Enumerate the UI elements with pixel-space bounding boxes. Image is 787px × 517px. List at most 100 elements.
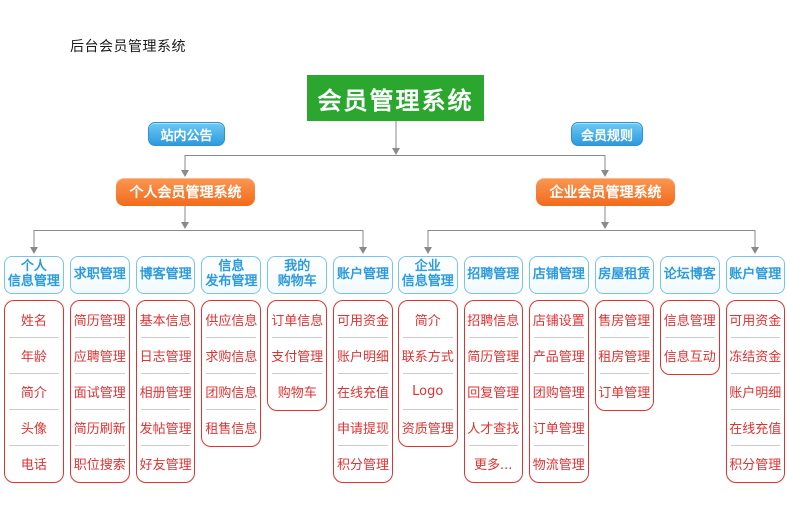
column-item: 简介 bbox=[9, 373, 59, 409]
column-item: 可用资金 bbox=[729, 314, 782, 329]
column-header: 招聘管理 bbox=[463, 256, 523, 294]
column-item-list: 姓名年龄简介头像电话 bbox=[4, 300, 64, 483]
column-item-list: 招聘信息简历管理回复管理人才查找更多... bbox=[463, 300, 523, 483]
column-header: 房屋租赁 bbox=[594, 256, 654, 294]
column-header: 企业 信息管理 bbox=[398, 256, 458, 294]
column-item: 求购信息 bbox=[205, 337, 257, 373]
column-item: 日志管理 bbox=[140, 337, 192, 373]
column-item: 租房管理 bbox=[598, 337, 650, 373]
column-item: 在线充值 bbox=[729, 409, 781, 445]
column-item-list: 售房管理租房管理订单管理 bbox=[594, 300, 654, 411]
column-item-list: 基本信息日志管理相册管理发帖管理好友管理 bbox=[135, 300, 196, 483]
column-item: 应聘管理 bbox=[74, 337, 126, 373]
chart-column: 账户管理可用资金冻结资金账户明细在线充值积分管理 bbox=[725, 256, 785, 483]
column-item-list: 供应信息求购信息团购信息租售信息 bbox=[201, 300, 262, 447]
arrowhead-left-rail bbox=[181, 222, 189, 229]
chart-column: 房屋租赁售房管理租房管理订单管理 bbox=[594, 256, 654, 411]
column-item: 购物车 bbox=[272, 373, 323, 409]
column-item: 信息管理 bbox=[663, 314, 716, 329]
column-item: 团购信息 bbox=[205, 373, 257, 409]
arrowhead-col6 bbox=[359, 247, 367, 254]
column-item-list: 可用资金账户明细在线充值申请提现积分管理 bbox=[333, 300, 393, 483]
column-item: 姓名 bbox=[20, 314, 47, 329]
column-header: 论坛博客 bbox=[660, 256, 720, 294]
arrowhead-branch-right bbox=[601, 170, 609, 177]
column-item: 简历刷新 bbox=[74, 409, 126, 445]
column-item: 积分管理 bbox=[337, 445, 389, 481]
column-item: 人才查找 bbox=[467, 409, 519, 445]
column-item: 招聘信息 bbox=[467, 314, 520, 329]
chart-column: 店铺管理店铺设置产品管理团购管理订单管理物流管理 bbox=[529, 256, 589, 483]
column-item: 在线充值 bbox=[337, 373, 389, 409]
column-item-list: 订单信息支付管理购物车 bbox=[267, 300, 328, 411]
column-header: 个人 信息管理 bbox=[4, 256, 64, 294]
column-item: 头像 bbox=[9, 409, 59, 445]
column-item: 相册管理 bbox=[140, 373, 192, 409]
root-node-member-system: 会员管理系统 bbox=[307, 75, 484, 121]
column-header: 博客管理 bbox=[135, 256, 196, 294]
arrowhead-col12 bbox=[751, 247, 759, 254]
arrowhead-root bbox=[392, 148, 400, 155]
column-item: 订单信息 bbox=[271, 314, 324, 329]
personal-column-group: 个人 信息管理姓名年龄简介头像电话求职管理简历管理应聘管理面试管理简历刷新职位搜… bbox=[4, 256, 393, 483]
arrowhead-right-rail bbox=[601, 222, 609, 229]
column-item-list: 简历管理应聘管理面试管理简历刷新职位搜索 bbox=[69, 300, 130, 483]
column-header: 账户管理 bbox=[333, 256, 393, 294]
column-item: 租售信息 bbox=[205, 409, 257, 445]
column-item: 年龄 bbox=[9, 337, 59, 373]
column-item: 可用资金 bbox=[337, 314, 390, 329]
chart-column: 博客管理基本信息日志管理相册管理发帖管理好友管理 bbox=[135, 256, 196, 483]
chart-column: 账户管理可用资金账户明细在线充值申请提现积分管理 bbox=[333, 256, 393, 483]
chart-column: 个人 信息管理姓名年龄简介头像电话 bbox=[4, 256, 64, 483]
column-item: 店铺设置 bbox=[532, 314, 585, 329]
column-item-list: 可用资金冻结资金账户明细在线充值积分管理 bbox=[725, 300, 785, 483]
column-item: 物流管理 bbox=[533, 445, 585, 481]
column-item: 申请提现 bbox=[337, 409, 389, 445]
column-item: 账户明细 bbox=[337, 337, 389, 373]
column-item: 发帖管理 bbox=[140, 409, 192, 445]
column-item: 冻结资金 bbox=[729, 337, 781, 373]
arrowhead-col1 bbox=[30, 247, 38, 254]
column-item: 资质管理 bbox=[402, 409, 454, 445]
column-item: 简历管理 bbox=[467, 337, 519, 373]
column-item: 账户明细 bbox=[729, 373, 781, 409]
column-item: 回复管理 bbox=[467, 373, 519, 409]
column-item: 信息互动 bbox=[664, 337, 716, 373]
column-item: Logo bbox=[403, 373, 453, 409]
column-header: 信息 发布管理 bbox=[201, 256, 262, 294]
chart-column: 论坛博客信息管理信息互动 bbox=[660, 256, 720, 375]
column-item: 积分管理 bbox=[729, 445, 781, 481]
column-header: 店铺管理 bbox=[529, 256, 589, 294]
column-item: 联系方式 bbox=[402, 337, 454, 373]
column-header: 求职管理 bbox=[69, 256, 130, 294]
column-item: 更多... bbox=[468, 445, 518, 481]
chart-column: 信息 发布管理供应信息求购信息团购信息租售信息 bbox=[201, 256, 262, 447]
column-item: 职位搜索 bbox=[74, 445, 126, 481]
column-item: 好友管理 bbox=[140, 445, 192, 481]
column-item: 简介 bbox=[414, 314, 441, 329]
column-item: 供应信息 bbox=[205, 314, 258, 329]
chart-column: 求职管理简历管理应聘管理面试管理简历刷新职位搜索 bbox=[69, 256, 130, 483]
node-site-announcement: 站内公告 bbox=[148, 122, 225, 146]
chart-column: 招聘管理招聘信息简历管理回复管理人才查找更多... bbox=[463, 256, 523, 483]
column-item: 产品管理 bbox=[533, 337, 585, 373]
branch-enterprise-member-system: 企业会员管理系统 bbox=[536, 178, 675, 206]
column-item: 基本信息 bbox=[139, 314, 192, 329]
column-item: 订单管理 bbox=[533, 409, 585, 445]
column-item: 支付管理 bbox=[271, 337, 323, 373]
chart-column: 我的 购物车订单信息支付管理购物车 bbox=[267, 256, 328, 411]
column-item: 电话 bbox=[9, 445, 59, 481]
column-item-list: 店铺设置产品管理团购管理订单管理物流管理 bbox=[529, 300, 589, 483]
arrowhead-col7 bbox=[424, 247, 432, 254]
column-item: 订单管理 bbox=[598, 373, 650, 409]
page-title: 后台会员管理系统 bbox=[70, 39, 186, 55]
node-member-rules: 会员规则 bbox=[571, 122, 643, 146]
column-item: 售房管理 bbox=[598, 314, 651, 329]
arrowhead-branch-left bbox=[181, 170, 189, 177]
column-item-list: 信息管理信息互动 bbox=[660, 300, 720, 375]
